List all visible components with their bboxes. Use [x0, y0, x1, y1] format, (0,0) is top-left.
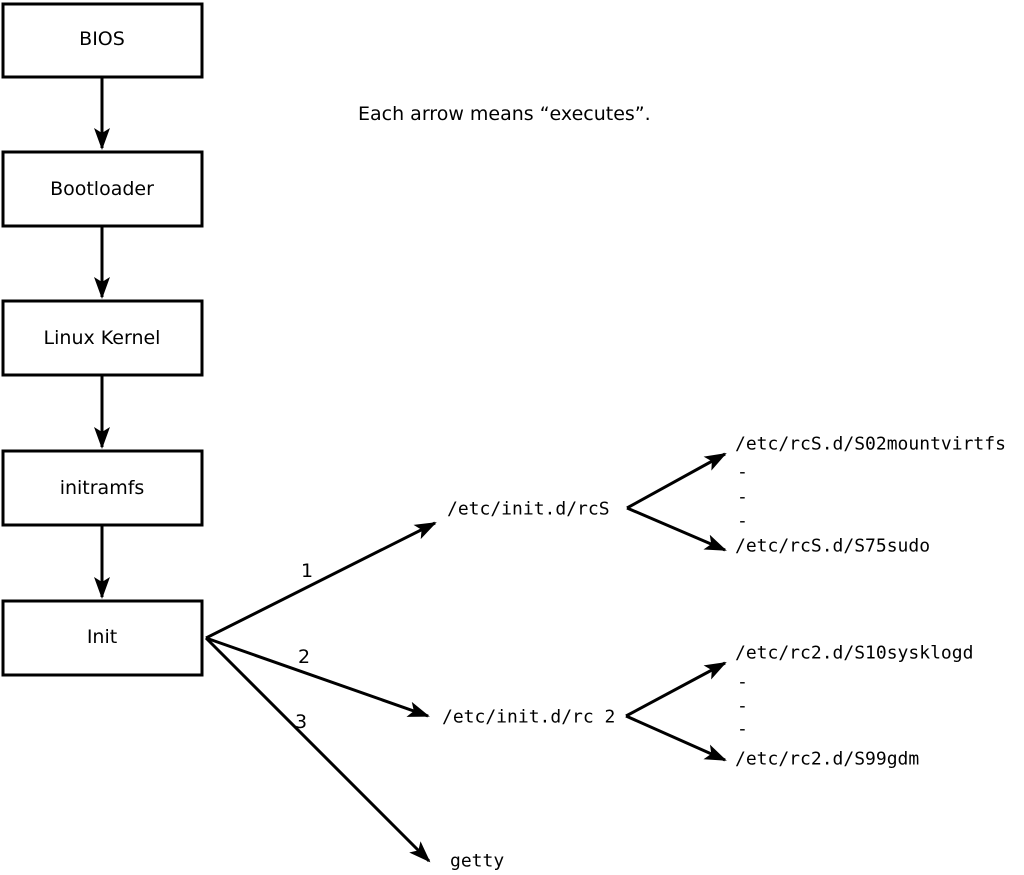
label-getty: getty — [450, 851, 504, 872]
rc2-ellipsis-dash: - — [737, 696, 748, 717]
label-etc-init-d-rc2: /etc/init.d/rc 2 — [442, 707, 615, 728]
label-etc-init-d-rcs: /etc/init.d/rcS — [447, 499, 610, 520]
box-bootloader — [1, 150, 204, 228]
arrow-init-to-rcs-icon — [205, 521, 437, 640]
box-linux-kernel-label: Linux Kernel — [44, 327, 161, 349]
box-init-label: Init — [87, 626, 117, 648]
note-text: Each arrow means “executes”. — [358, 103, 651, 125]
box-init — [1, 599, 204, 677]
arrow-init-to-rc2-icon — [205, 636, 430, 718]
label-rcs-last-script: /etc/rcS.d/S75sudo — [735, 536, 930, 557]
rc2-ellipsis-dash: - — [737, 719, 748, 740]
label-rc2-last-script: /etc/rc2.d/S99gdm — [735, 749, 919, 770]
rcs-ellipsis-dash: - — [737, 511, 748, 532]
rcs-ellipsis-dash: - — [737, 462, 748, 483]
box-initramfs — [1, 449, 204, 527]
arrow-rcs-to-first-script-icon — [626, 452, 727, 510]
box-bios-label: BIOS — [79, 28, 125, 50]
arrow-rc2-to-last-script-icon — [625, 714, 727, 762]
arrow-rcs-to-last-script-icon — [626, 506, 727, 552]
label-rc2-first-script: /etc/rc2.d/S10sysklogd — [735, 643, 973, 664]
box-initramfs-label: initramfs — [60, 477, 145, 499]
branch-order-2: 2 — [298, 646, 310, 668]
rc2-ellipsis-dash: - — [737, 672, 748, 693]
rcs-script-group: /etc/rcS.d/S02mountvirtfs - - - /etc/rcS… — [626, 434, 1006, 557]
arrow-rc2-to-first-script-icon — [625, 661, 727, 718]
branch-order-3: 3 — [295, 711, 307, 733]
init-branches: 1 2 3 /etc/init.d/rcS /etc/init.d/rc 2 g… — [204, 499, 615, 872]
boot-chain: BIOS Bootloader Linux Kernel initramfs I… — [1, 2, 204, 677]
label-rcs-first-script: /etc/rcS.d/S02mountvirtfs — [735, 434, 1006, 455]
box-bootloader-label: Bootloader — [50, 178, 154, 200]
rcs-ellipsis-dash: - — [737, 487, 748, 508]
branch-order-1: 1 — [301, 560, 313, 582]
rc2-script-group: /etc/rc2.d/S10sysklogd - - - /etc/rc2.d/… — [625, 643, 973, 770]
arrow-init-to-getty-icon — [204, 636, 431, 863]
box-bios — [1, 2, 204, 79]
